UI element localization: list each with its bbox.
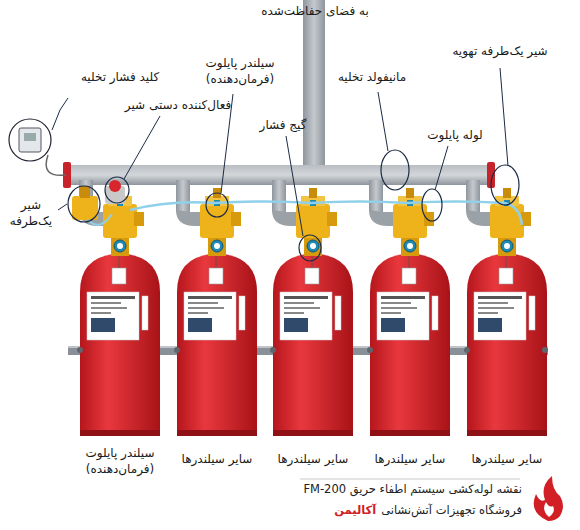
cylinder-label: سیلندر پایلوت (فرمان‌دهنده) (65, 446, 175, 477)
diagram-caption: نقشه لوله‌کشی سیستم اطفاء حریق FM-200 (303, 482, 522, 497)
part-label: شیر یک‌طرفه تهویه (430, 44, 570, 60)
part-label: مانیفولد تخلیه (317, 70, 427, 86)
part-label: کلید فشار تخلیه (60, 70, 180, 86)
cylinder-label: سایر سیلندرها (459, 452, 555, 468)
cylinder-label: سایر سیلندرها (265, 452, 361, 468)
cylinder-label: سایر سیلندرها (362, 452, 458, 468)
outlet-label: به فضای حفاظت‌شده (215, 4, 415, 20)
store-name: فروشگاه تجهیزات آتش‌نشانی (381, 503, 522, 518)
part-label: شیر یک‌طرفه (3, 198, 59, 229)
part-label: سیلندر پایلوت (فرمان‌دهنده) (185, 56, 295, 87)
cylinder-label: سایر سیلندرها (169, 452, 265, 468)
brand-name: آکالیمن (334, 503, 376, 518)
part-label: گیج فشار (243, 118, 323, 134)
part-label: لوله پایلوت (410, 128, 500, 144)
part-label: فعال‌کننده دستی شیر (113, 98, 243, 114)
